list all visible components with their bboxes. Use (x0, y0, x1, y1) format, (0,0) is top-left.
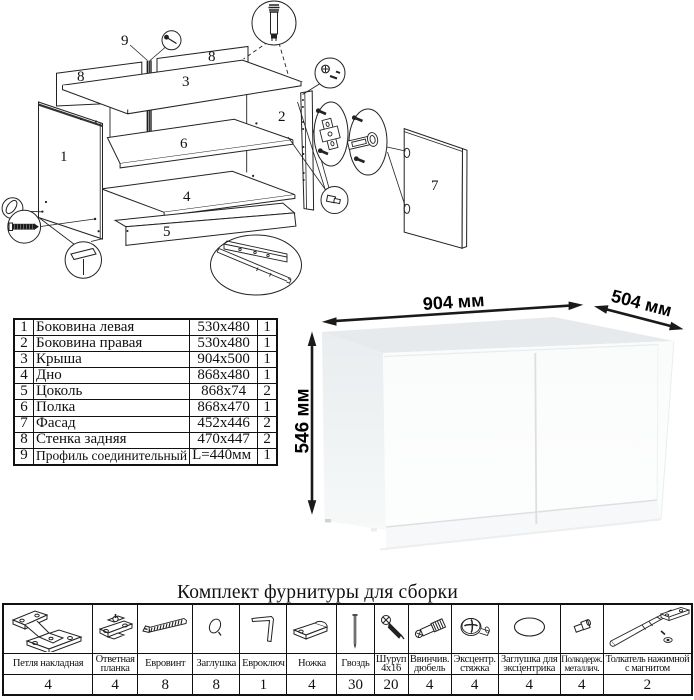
svg-text:904 мм: 904 мм (422, 290, 485, 314)
svg-text:2: 2 (278, 109, 286, 125)
svg-text:4: 4 (183, 189, 191, 205)
svg-text:546 мм: 546 мм (293, 388, 314, 453)
svg-text:8: 8 (208, 49, 216, 65)
svg-text:8: 8 (77, 69, 85, 85)
svg-text:5: 5 (163, 224, 171, 240)
svg-text:504 мм: 504 мм (609, 286, 674, 321)
svg-text:6: 6 (180, 136, 188, 152)
svg-text:7: 7 (431, 178, 439, 194)
svg-text:3: 3 (182, 74, 190, 90)
svg-text:9: 9 (121, 33, 129, 49)
svg-text:1: 1 (60, 149, 68, 165)
